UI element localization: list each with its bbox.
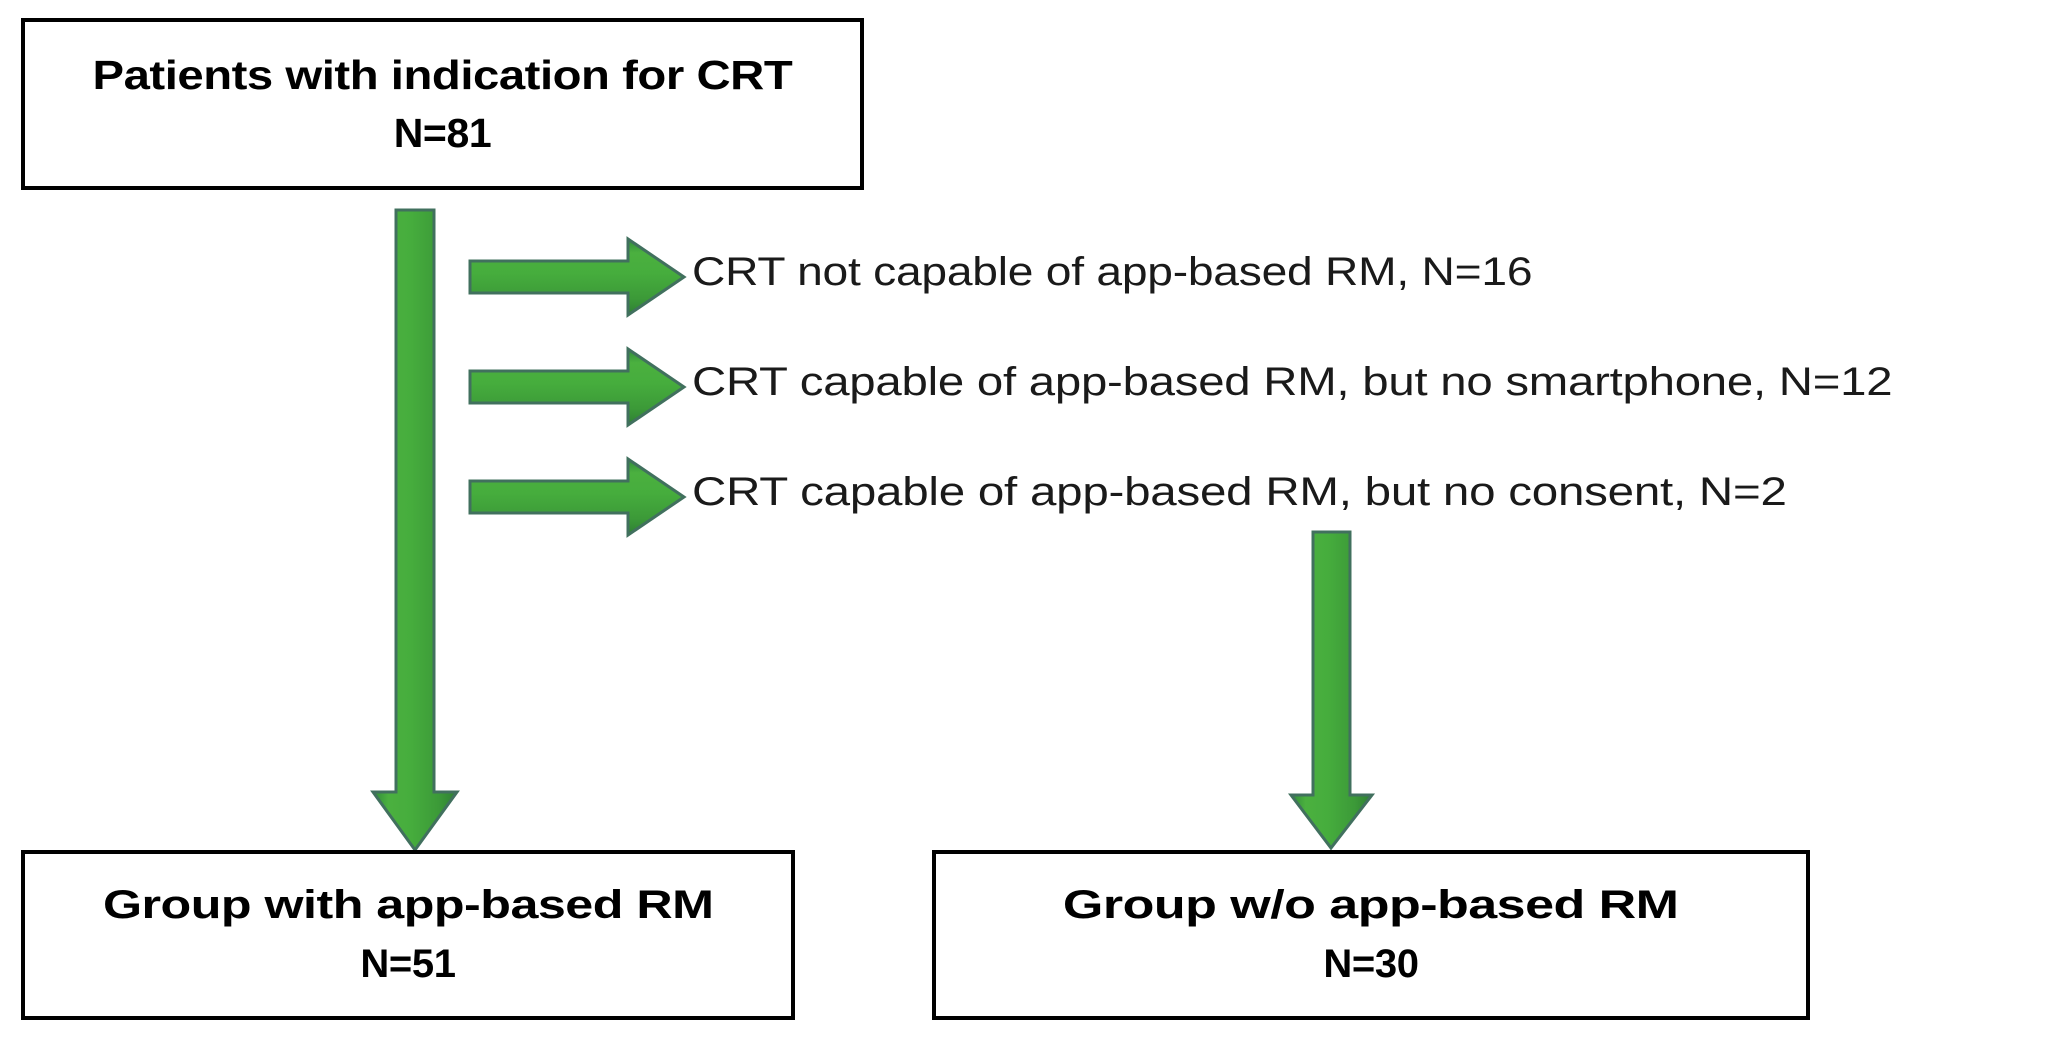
exclusion-arrow-1	[468, 236, 687, 318]
node-title-line: Group with app-based RM	[102, 882, 714, 927]
node-patients-with-indication: Patients with indication for CRT N=81	[21, 18, 864, 190]
excluded-merge-arrow	[1287, 530, 1376, 851]
node-title-line: Patients with indication for CRT	[92, 51, 793, 98]
main-trunk-arrow	[370, 208, 460, 853]
node-count-line: N=30	[1323, 942, 1419, 986]
node-title-line: Group w/o app-based RM	[1063, 882, 1679, 927]
exclusion-arrow-3	[468, 456, 687, 538]
exclusion-arrow-2	[468, 346, 687, 428]
exclusion-label-not-capable: CRT not capable of app-based RM, N=16	[692, 250, 1533, 294]
exclusion-label-no-smartphone: CRT capable of app-based RM, but no smar…	[692, 360, 1893, 404]
node-group-with-app-based-rm: Group with app-based RM N=51	[21, 850, 795, 1020]
exclusion-label-no-consent: CRT capable of app-based RM, but no cons…	[692, 470, 1787, 514]
node-count-line: N=51	[360, 942, 456, 986]
node-count-line: N=81	[393, 110, 492, 156]
node-group-without-app-based-rm: Group w/o app-based RM N=30	[932, 850, 1810, 1020]
